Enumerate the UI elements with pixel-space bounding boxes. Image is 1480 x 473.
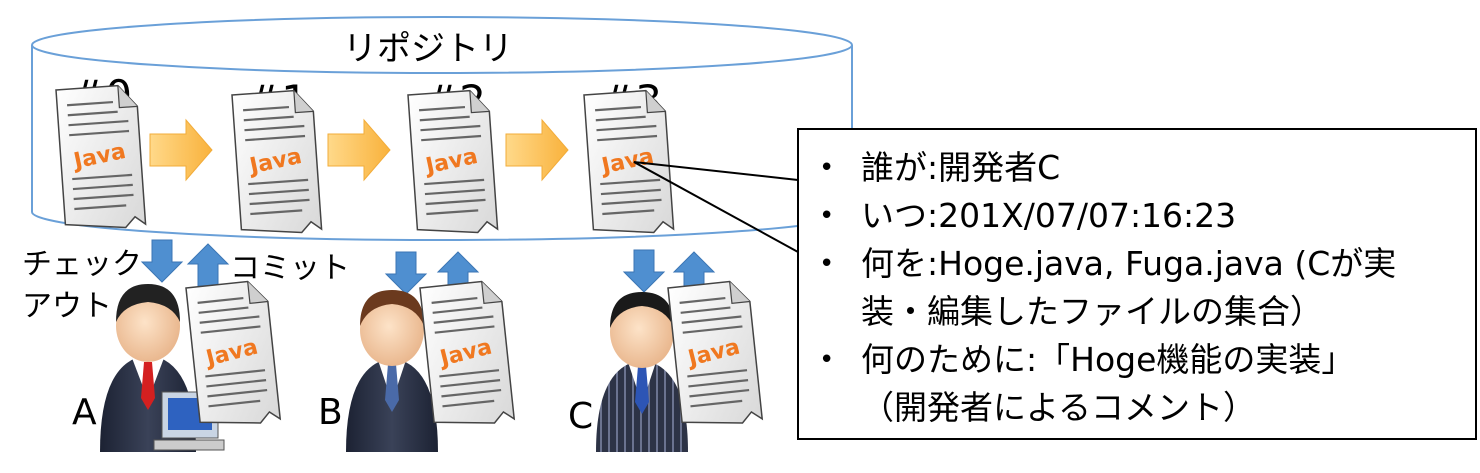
info-value: 201X/07/07:16:23 bbox=[938, 196, 1237, 235]
commit-info-box: • 誰が:開発者C • いつ:201X/07/07:16:23 • 何を:Hog… bbox=[797, 128, 1477, 440]
info-value: 開発者C bbox=[938, 148, 1061, 187]
info-value-cont: 装・編集したファイルの集合） bbox=[861, 292, 1323, 331]
info-sep: : bbox=[927, 148, 939, 187]
info-label: いつ bbox=[861, 196, 927, 235]
developer-name: B bbox=[318, 392, 343, 433]
checkout-label: チェック bbox=[22, 247, 142, 282]
bullet: • bbox=[819, 153, 835, 183]
info-item-when: • いつ:201X/07/07:16:23 bbox=[813, 192, 1465, 240]
person-icon bbox=[346, 290, 438, 452]
revision-arrow bbox=[505, 119, 569, 181]
revision-arrow bbox=[149, 119, 213, 181]
commit-info-list: • 誰が:開発者C • いつ:201X/07/07:16:23 • 何を:Hog… bbox=[813, 144, 1465, 432]
info-label: 誰が bbox=[861, 148, 927, 187]
info-sep: : bbox=[927, 196, 939, 235]
commit-label: コミット bbox=[230, 251, 350, 286]
info-item-what: • 何を:Hoge.java, Fuga.java (Cが実 装・編集したファイ… bbox=[813, 240, 1465, 336]
bullet: • bbox=[819, 201, 835, 231]
info-sep: : bbox=[927, 244, 939, 283]
info-value: Hoge.java, Fuga.java (Cが実 bbox=[938, 244, 1397, 283]
commit-arrow bbox=[187, 243, 229, 287]
info-value-cont: （開発者によるコメント） bbox=[861, 388, 1257, 427]
revision-1: #1 Java bbox=[230, 76, 323, 238]
info-label: 何を bbox=[861, 244, 927, 283]
checkout-arrow bbox=[623, 249, 665, 293]
developer-name: C bbox=[568, 396, 593, 437]
info-label: 何のために bbox=[861, 340, 1026, 379]
bullet: • bbox=[819, 249, 835, 279]
revision-0: #0 Java bbox=[54, 71, 147, 233]
developer-b: Java B bbox=[318, 251, 516, 452]
info-sep: : bbox=[1026, 340, 1038, 379]
info-value: 「Hoge機能の実装」 bbox=[1037, 340, 1355, 379]
callout-pointer bbox=[633, 161, 799, 253]
checkout-arrow bbox=[141, 239, 183, 283]
checkout-label-2: アウト bbox=[22, 289, 112, 324]
info-item-why: • 何のために:「Hoge機能の実装」 （開発者によるコメント） bbox=[813, 336, 1465, 432]
revision-3: #3 Java bbox=[582, 76, 675, 238]
developer-c: Java C bbox=[568, 249, 764, 452]
revision-arrow bbox=[327, 119, 391, 181]
revision-2: #2 Java bbox=[406, 76, 499, 238]
person-icon bbox=[596, 292, 688, 452]
info-item-who: • 誰が:開発者C bbox=[813, 144, 1465, 192]
repository-label: リポジトリ bbox=[343, 29, 513, 69]
developer-a: Java A bbox=[72, 239, 282, 452]
bullet: • bbox=[819, 345, 835, 375]
developer-name: A bbox=[72, 392, 97, 433]
